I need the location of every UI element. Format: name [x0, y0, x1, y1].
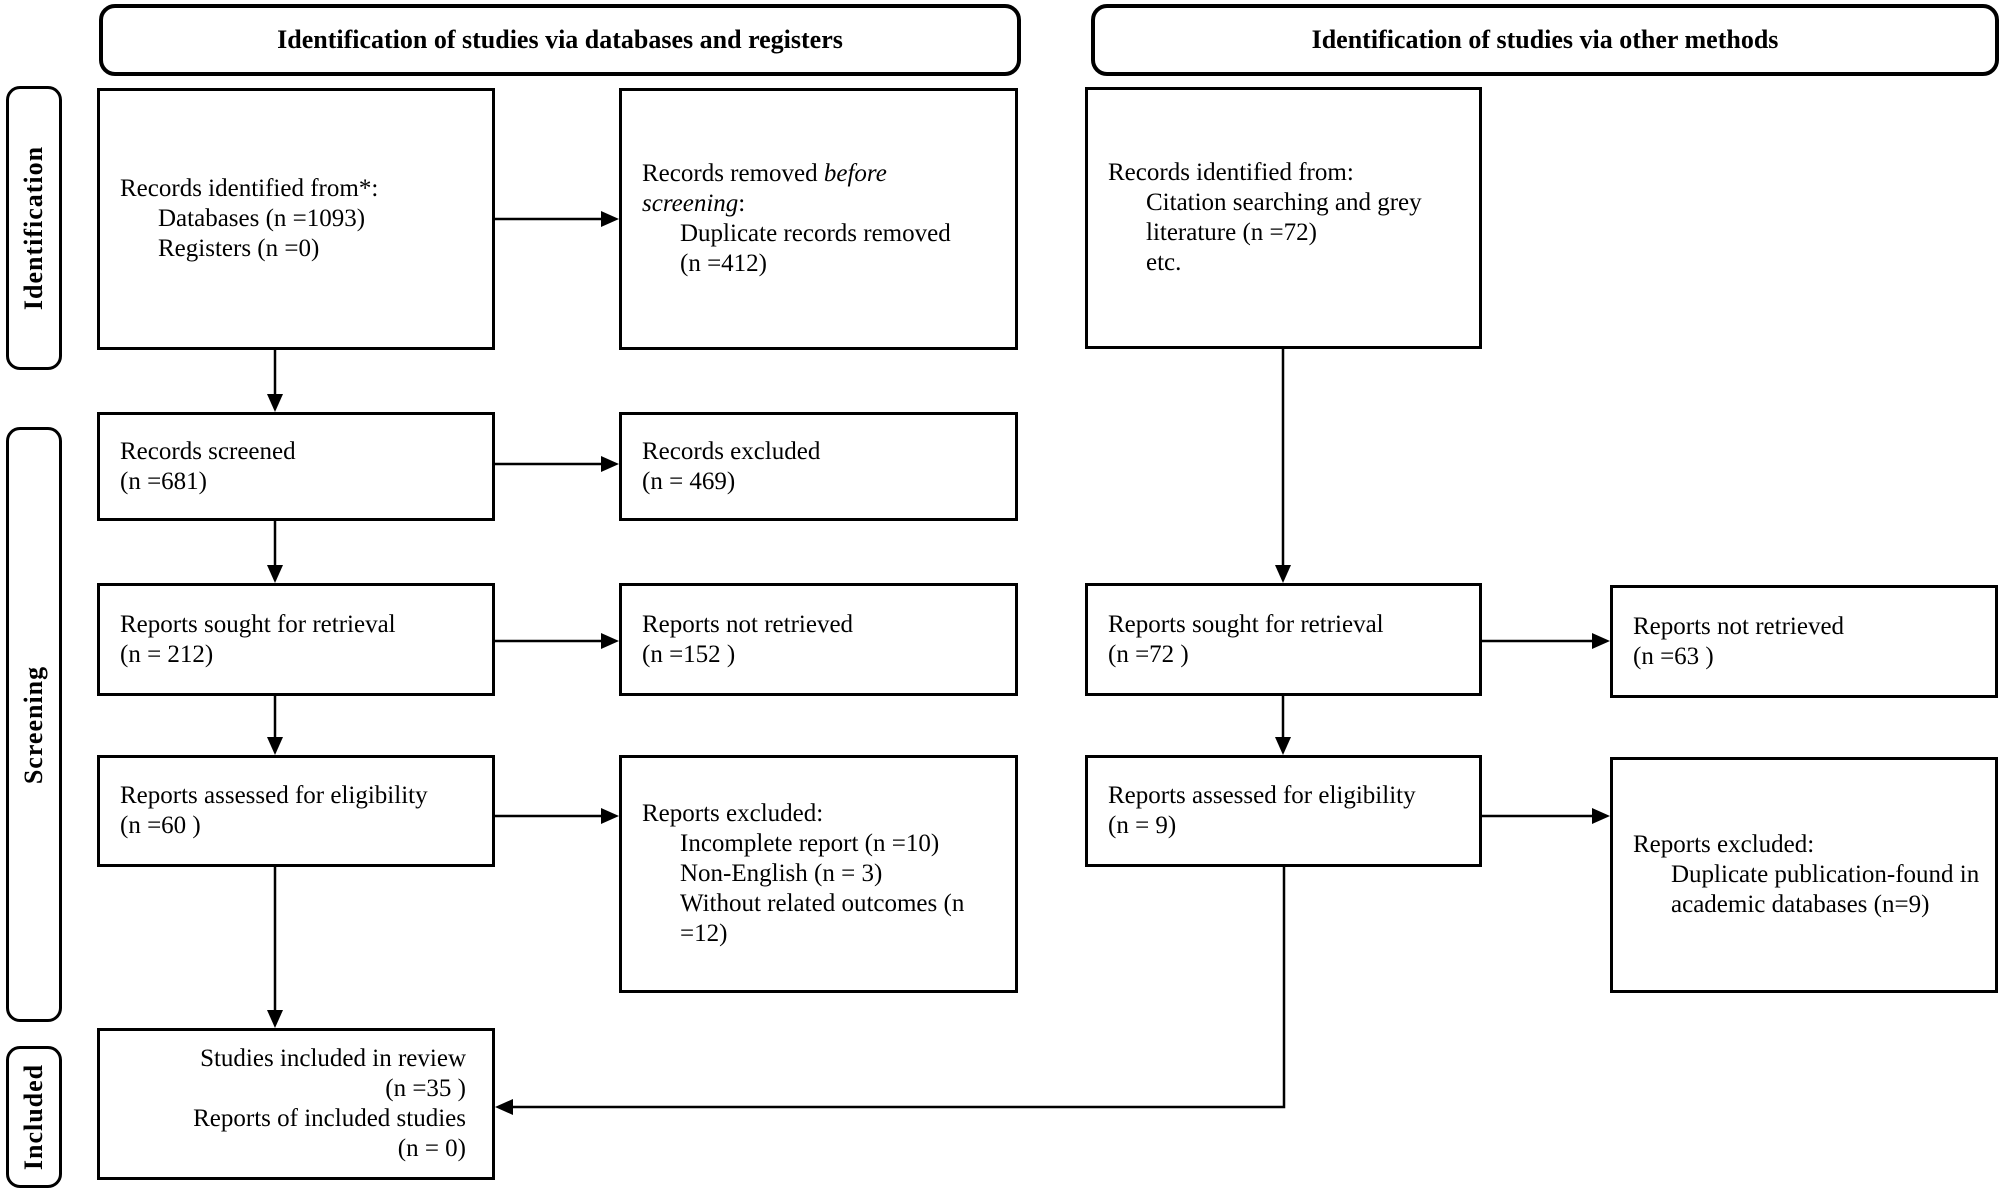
stage-label-identification-text: Identification	[19, 145, 49, 311]
box-line: Incomplete report (n =10)	[680, 830, 940, 857]
box-line: Reports excluded:	[1633, 831, 1815, 858]
box-line: (n =63 )	[1633, 642, 1714, 670]
box-line: Reports not retrieved	[642, 610, 854, 638]
box-line: Reports of included studies	[193, 1105, 466, 1132]
box-line: Databases (n =1093)	[158, 205, 366, 232]
box-records-excluded: Records excluded (n = 469)	[619, 412, 1018, 521]
box-line: Without related outcomes (n	[680, 890, 965, 917]
stage-label-screening-text: Screening	[19, 665, 49, 784]
box-line: (n =681)	[120, 467, 207, 495]
box-line: Records identified from:	[1108, 159, 1354, 186]
box-line: Reports assessed for eligibility	[1108, 782, 1416, 809]
arrow-assessed-to-included	[267, 867, 283, 1028]
box-line: Reports sought for retrieval	[1108, 610, 1384, 638]
box-line: literature (n =72)	[1146, 219, 1317, 246]
box-line: (n =152 )	[642, 640, 736, 668]
box-line: (n =60 )	[120, 812, 201, 839]
box-line: =12)	[680, 920, 728, 947]
box-records-identified-databases: Records identified from*: Databases (n =…	[97, 88, 495, 350]
arrow-sought-to-not-retrieved-other	[1482, 633, 1610, 649]
box-line: (n = 0)	[397, 1135, 466, 1162]
header-databases-registers: Identification of studies via databases …	[99, 4, 1021, 76]
arrow-screened-to-sought	[267, 521, 283, 583]
box-line: Records excluded	[642, 437, 821, 465]
box-line: Records screened	[120, 437, 296, 465]
box-line: Duplicate publication-found in	[1671, 861, 1980, 888]
box-reports-assessed-databases: Reports assessed for eligibility (n =60 …	[97, 755, 495, 867]
box-line: Non-English (n = 3)	[680, 860, 883, 887]
box-reports-excluded-databases: Reports excluded: Incomplete report (n =…	[619, 755, 1018, 993]
arrow-assessed-to-excluded-db	[495, 808, 619, 824]
box-reports-excluded-other: Reports excluded: Duplicate publication-…	[1610, 757, 1998, 993]
box-reports-sought-other: Reports sought for retrieval (n =72 )	[1085, 583, 1482, 696]
box-text-italic: screening	[642, 190, 739, 217]
header-other-methods: Identification of studies via other meth…	[1091, 4, 1999, 76]
stage-label-included-text: Included	[19, 1063, 49, 1171]
arrow-sought-to-assessed-db	[267, 696, 283, 755]
arrow-sought-to-not-retrieved-db	[495, 633, 619, 649]
box-line: Reports excluded:	[642, 800, 824, 827]
box-line: (n = 469)	[642, 467, 736, 495]
box-line: Registers (n =0)	[158, 235, 320, 262]
arrow-identified-to-removed	[495, 211, 619, 227]
box-studies-included: Studies included in review (n =35 ) Repo…	[97, 1028, 495, 1180]
box-reports-not-retrieved-other: Reports not retrieved (n =63 )	[1610, 585, 1998, 698]
box-line: academic databases (n=9)	[1671, 891, 1930, 918]
box-records-identified-other: Records identified from: Citation search…	[1085, 87, 1482, 349]
box-reports-sought-databases: Reports sought for retrieval (n = 212)	[97, 583, 495, 696]
box-records-removed-before-screening: Records removed before screening: Duplic…	[619, 88, 1018, 350]
box-line: Reports assessed for eligibility	[120, 782, 428, 809]
box-line: Studies included in review	[200, 1045, 466, 1072]
box-line: Reports sought for retrieval	[120, 610, 396, 638]
box-line: (n =72 )	[1108, 640, 1189, 668]
box-text: Records removed	[642, 160, 824, 187]
box-line: Records removed before	[642, 159, 1005, 189]
box-reports-not-retrieved-databases: Reports not retrieved (n =152 )	[619, 583, 1018, 696]
stage-label-included: Included	[6, 1046, 62, 1188]
box-line: (n = 212)	[120, 640, 214, 668]
arrow-assessed-to-excluded-other	[1482, 808, 1610, 824]
stage-label-identification: Identification	[6, 86, 62, 370]
stage-label-screening: Screening	[6, 427, 62, 1022]
box-line: Duplicate records removed	[680, 220, 951, 247]
box-line: (n =412)	[680, 250, 767, 277]
box-line: screening:	[642, 189, 1005, 219]
box-line: Records identified from*:	[120, 175, 379, 202]
arrow-screened-to-excluded	[495, 456, 619, 472]
box-line: (n =35 )	[385, 1075, 466, 1102]
box-line: Citation searching and grey	[1146, 189, 1422, 216]
box-text-italic: before	[823, 160, 887, 187]
arrow-sought-to-assessed-other	[1275, 696, 1291, 755]
arrow-identified-other-to-sought	[1275, 349, 1291, 583]
box-line: etc.	[1146, 249, 1182, 276]
box-text: :	[738, 190, 746, 217]
box-line: (n = 9)	[1108, 812, 1177, 839]
arrow-identified-to-screened	[267, 350, 283, 412]
box-reports-assessed-other: Reports assessed for eligibility (n = 9)	[1085, 755, 1482, 867]
box-line: Reports not retrieved	[1633, 612, 1845, 640]
box-records-screened: Records screened (n =681)	[97, 412, 495, 521]
